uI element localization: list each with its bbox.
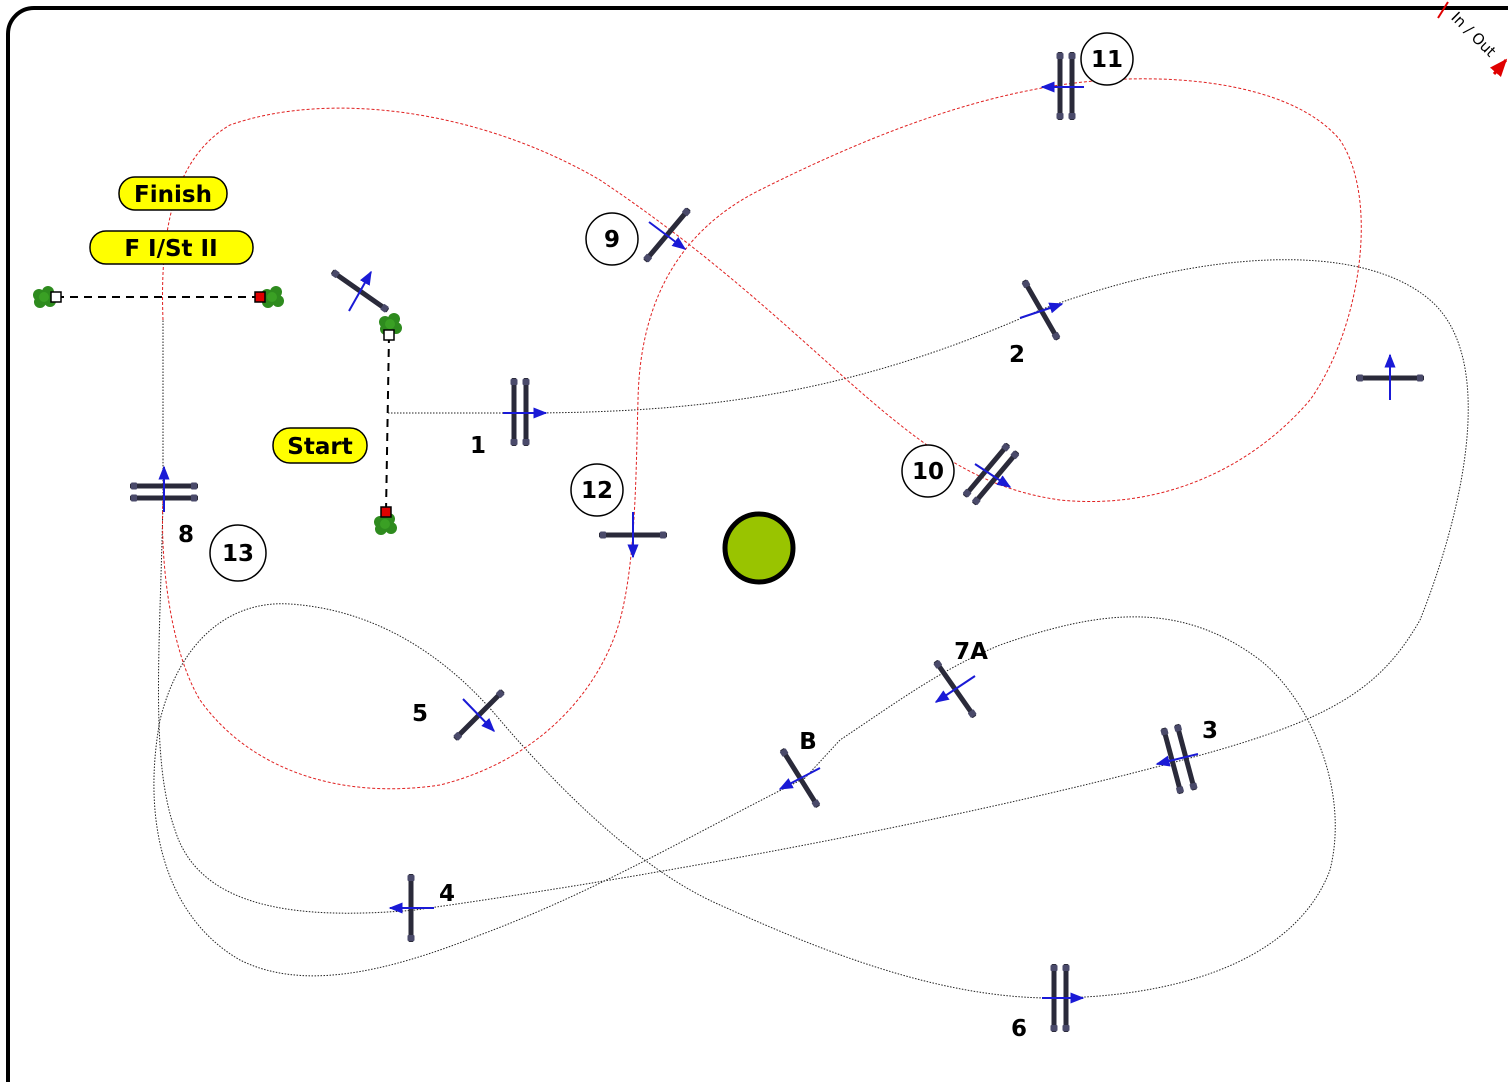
fence-number-1: 1 bbox=[470, 433, 486, 459]
jumpoff-track bbox=[162, 78, 1362, 790]
start-badge: Start bbox=[272, 427, 368, 464]
start-label: Start bbox=[287, 434, 352, 460]
fence-number-6: 6 bbox=[1011, 1016, 1027, 1042]
jumpoff-number-9: 9 bbox=[585, 212, 639, 266]
fence-number-7a: 7A bbox=[954, 639, 988, 665]
tree bbox=[722, 511, 796, 585]
entrance-label: In / Out bbox=[1447, 8, 1499, 60]
main-track-loop bbox=[153, 603, 1336, 999]
svg-text:12: 12 bbox=[581, 478, 613, 504]
fence-number-4: 4 bbox=[439, 881, 455, 907]
fence-number-5: 5 bbox=[412, 701, 428, 727]
jumpoff-number-11: 11 bbox=[1080, 32, 1134, 86]
finish-line bbox=[33, 286, 284, 308]
finish-badge: Finish bbox=[118, 176, 228, 211]
jumpoff-number-13: 13 bbox=[209, 524, 267, 582]
fence-number-b: B bbox=[799, 729, 817, 755]
svg-text:13: 13 bbox=[222, 541, 254, 567]
jumpoff-number-12: 12 bbox=[570, 463, 624, 517]
entrance-marker: In / Out bbox=[1437, 1, 1508, 77]
phase-badge: F I/St II bbox=[89, 230, 254, 265]
svg-text:10: 10 bbox=[912, 459, 944, 485]
phase-label: F I/St II bbox=[124, 236, 217, 262]
fence-number-2: 2 bbox=[1009, 342, 1025, 368]
finish-label: Finish bbox=[134, 182, 212, 208]
fence-number-8: 8 bbox=[178, 522, 194, 548]
fence-number-3: 3 bbox=[1202, 718, 1218, 744]
jumpoff-number-10: 10 bbox=[901, 444, 955, 498]
arena-border bbox=[6, 6, 1508, 1082]
start-line bbox=[374, 313, 402, 535]
svg-text:11: 11 bbox=[1091, 47, 1123, 73]
main-track bbox=[157, 259, 1469, 914]
svg-text:9: 9 bbox=[604, 227, 620, 253]
